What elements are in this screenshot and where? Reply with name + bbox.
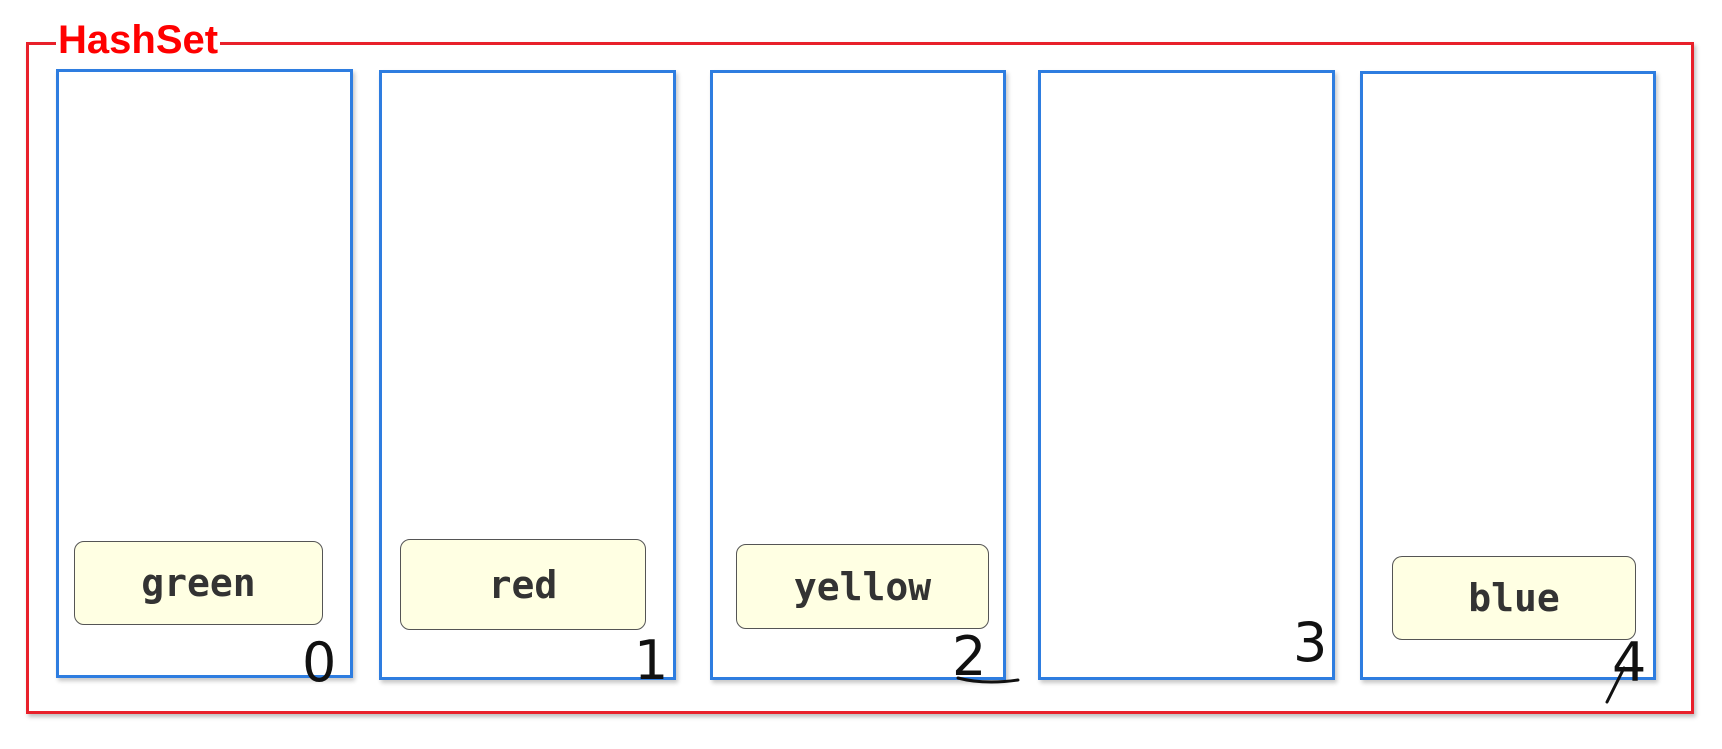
- bucket-index-3: 3: [1293, 611, 1328, 674]
- bucket-index-1: 1: [634, 629, 669, 692]
- bucket-3: [1038, 70, 1335, 680]
- bucket-index-0: 0: [302, 631, 337, 694]
- bucket-element-blue: blue: [1392, 556, 1636, 640]
- hashset-title: HashSet: [56, 16, 221, 64]
- bucket-index-2: 2: [952, 625, 987, 688]
- bucket-element-yellow: yellow: [736, 544, 989, 629]
- bucket-index-4: 4: [1612, 631, 1647, 694]
- bucket-element-red: red: [400, 539, 646, 630]
- bucket-element-green: green: [74, 541, 323, 625]
- hashset-container: [26, 42, 1694, 714]
